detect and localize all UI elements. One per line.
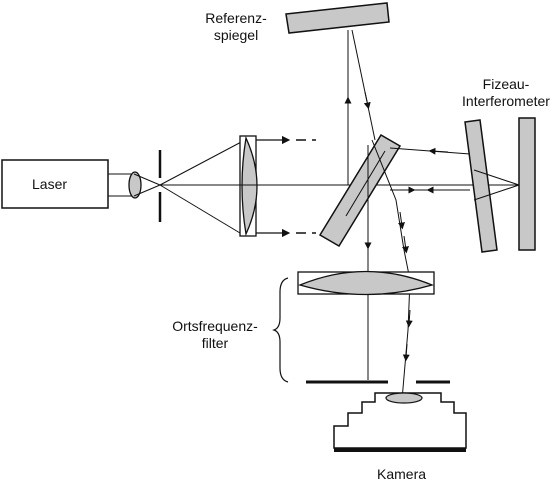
beam-splitter: [318, 133, 402, 248]
arrow-down: [405, 309, 413, 328]
camera-label: Kamera: [377, 466, 427, 482]
reference-mirror-label-line2: spiegel: [213, 27, 259, 43]
arrow-down: [398, 211, 405, 230]
reference-mirror-label-line1: Referenz-: [205, 10, 267, 26]
ray: [133, 184, 161, 197]
filter-lens: [298, 270, 434, 296]
camera-lens: [385, 392, 423, 404]
fizeau-return-upper: [389, 147, 471, 155]
fizeau-ray: [473, 169, 520, 186]
fizeau-label: Fizeau- Interferometer: [452, 76, 560, 110]
arrow-left: [428, 147, 449, 155]
arrow-down: [402, 235, 409, 254]
arrow-down: [363, 91, 371, 110]
filter-bracket: [272, 277, 289, 383]
filter-label-line2: filter: [201, 335, 229, 351]
ray: [133, 173, 161, 186]
filter-label: Ortsfrequenz- filter: [160, 318, 270, 352]
ray: [159, 139, 246, 186]
fizeau-label-line2: Interferometer: [462, 93, 550, 109]
fizeau-label-line1: Fizeau-: [482, 76, 530, 92]
laser-label: Laser: [32, 176, 68, 192]
fizeau-ray: [473, 184, 520, 201]
reference-mirror-label: Referenz- spiegel: [196, 10, 276, 44]
reference-mirror: [285, 2, 390, 34]
laser-box: [1, 159, 109, 209]
collimator-lens: [241, 135, 258, 237]
reference-beam-return: [351, 29, 376, 141]
arrow-down: [402, 343, 410, 362]
ray: [159, 184, 246, 237]
fizeau-reference-plate: [464, 119, 498, 253]
beam-splitter-coating: [345, 150, 386, 217]
focusing-lens: [128, 171, 142, 199]
fizeau-test-plate: [518, 117, 536, 251]
filter-label-line1: Ortsfrequenz-: [172, 318, 258, 334]
